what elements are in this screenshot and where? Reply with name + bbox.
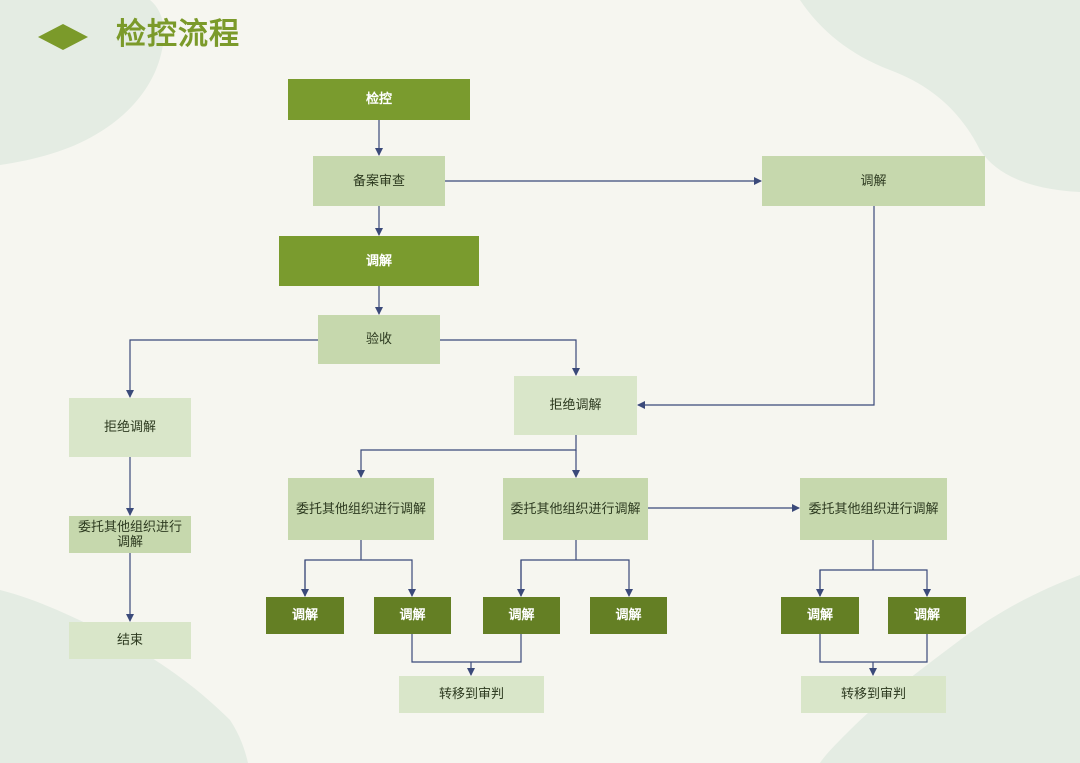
foliage-top-right	[800, 0, 1080, 192]
node-tiaojie-6: 调解	[888, 597, 966, 634]
node-tiaojie-5: 调解	[781, 597, 859, 634]
node-zhuanyi-2: 转移到审判	[801, 676, 946, 713]
node-tiaojie-4: 调解	[590, 597, 667, 634]
node-jieshu: 结束	[69, 622, 191, 659]
node-weituo-b: 委托其他组织进行调解	[503, 478, 648, 540]
foliage-top-left	[0, 0, 165, 165]
diamond-icon	[38, 24, 88, 50]
edge-yanshou-jujue-center	[440, 339, 580, 376]
node-weituo-a: 委托其他组织进行调解	[288, 478, 434, 540]
node-jiankong: 检控	[288, 79, 470, 120]
foliage-bottom-left	[0, 590, 248, 763]
node-tiaojie-1: 调解	[266, 597, 344, 634]
edge-tiaojie-right-jujue-center	[637, 206, 875, 409]
edge-merge-zhuanyi-2	[819, 634, 928, 675]
node-tiaojie-3: 调解	[483, 597, 560, 634]
page-title: 检控流程	[116, 17, 240, 52]
node-beian-shencha: 备案审查	[313, 156, 445, 206]
node-tiaojie-2: 调解	[374, 597, 451, 634]
edge-weituo-c-children	[819, 540, 927, 596]
node-tiaojie-right: 调解	[762, 156, 985, 206]
node-jujue-left: 拒绝调解	[69, 398, 191, 457]
edge-weituo-b-children	[520, 540, 629, 596]
foliage-bottom-right	[820, 575, 1080, 763]
node-yanshou: 验收	[318, 315, 440, 364]
node-weituo-c: 委托其他组织进行调解	[800, 478, 947, 540]
node-tiaojie-main: 调解	[279, 236, 479, 286]
edge-jujue-center-weituo-a	[357, 435, 577, 478]
edge-yanshou-jujue-left	[126, 339, 318, 398]
edge-merge-zhuanyi-1	[411, 634, 522, 675]
node-jujue-center: 拒绝调解	[514, 376, 637, 435]
edge-weituo-a-children	[304, 540, 412, 596]
node-weituo-left: 委托其他组织进行调解	[69, 516, 191, 553]
node-zhuanyi-1: 转移到审判	[399, 676, 544, 713]
